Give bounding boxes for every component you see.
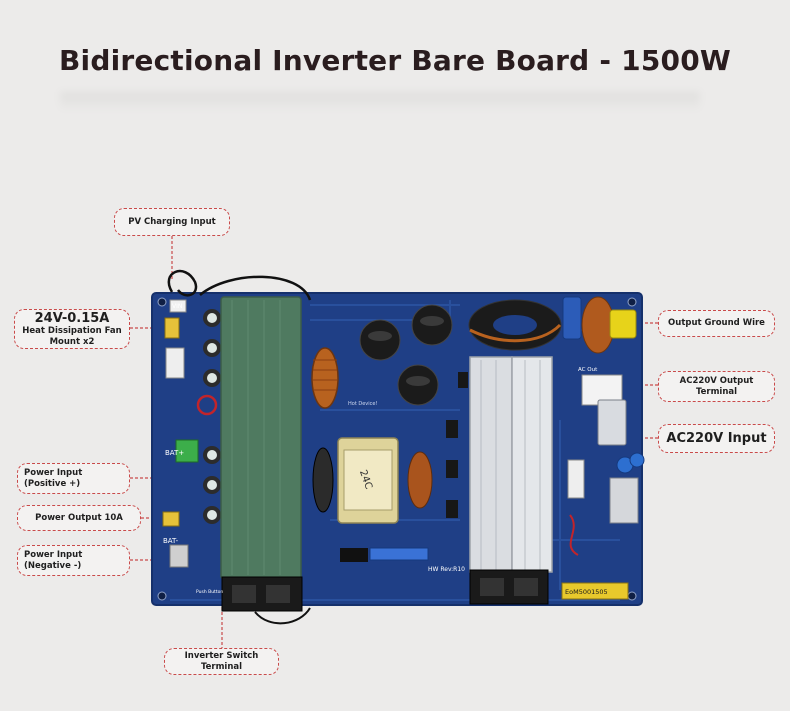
callout-power-input-positive-text: Power Input (Positive +) (24, 467, 83, 489)
callout-fan-mount-stack: 24V-0.15A Heat Dissipation Fan Mount x2 (21, 311, 123, 348)
title-reflection (60, 92, 700, 112)
callout-output-ground-wire: Output Ground Wire (658, 310, 775, 337)
vin-terminal (169, 299, 187, 313)
callout-pv-charging-input-text: PV Charging Input (128, 216, 216, 227)
bat-positive-terminal (175, 439, 199, 463)
red-sense-wire (196, 394, 218, 416)
callout-ac220v-output-terminal-text: AC220V Output Terminal (679, 375, 754, 397)
callout-power-output-text: Power Output 10A (35, 512, 123, 523)
callout-power-input-positive: Power Input (Positive +) (17, 463, 130, 494)
page-title: Bidirectional Inverter Bare Board - 1500… (59, 44, 731, 77)
hot-device-marking: Hot Device! (348, 401, 377, 407)
mounting-holes (157, 297, 637, 601)
pcb-edge (151, 292, 643, 606)
callout-fan-mount-text: Heat Dissipation Fan Mount x2 (22, 325, 122, 347)
callout-output-ground-wire-text: Output Ground Wire (668, 318, 765, 328)
control-header (369, 547, 429, 561)
bulk-capacitors (359, 304, 453, 406)
power-output-connector (162, 511, 180, 527)
aux-relay (609, 477, 639, 524)
bat-negative-terminal (169, 544, 189, 568)
callout-ac220v-input: AC220V Input (658, 424, 775, 453)
hw-rev-marking: HW Rev:R10 (428, 566, 465, 573)
signal-connector (567, 459, 585, 499)
pv-input-wire (167, 270, 198, 297)
bat-plus-marking: BAT+ (165, 449, 184, 457)
x-capacitor (562, 296, 582, 340)
fan-header (165, 347, 185, 379)
input-capacitors (203, 309, 221, 524)
small-cap-blue-2 (629, 452, 645, 468)
callout-ac220v-output-terminal: AC220V Output Terminal (658, 371, 775, 402)
callout-inverter-switch-terminal-text: Inverter Switch Terminal (184, 650, 259, 672)
callout-ac220v-input-text: AC220V Input (666, 431, 767, 446)
mosfets (446, 372, 468, 518)
ac-wire (569, 514, 579, 556)
callout-power-input-negative-text: Power Input (Negative -) (24, 549, 83, 571)
heatsink-silver-left (469, 356, 513, 573)
heatsink-silver-right (511, 356, 553, 573)
callout-power-input-negative: Power Input (Negative -) (17, 545, 130, 576)
callout-pv-charging-input: PV Charging Input (114, 208, 230, 236)
toroid-inductor-small (311, 347, 339, 409)
fan-connector (164, 317, 180, 339)
ac-input-relay (597, 399, 627, 446)
push-button-marking: Push Button (196, 589, 223, 595)
vin-marking: VIN (172, 303, 182, 310)
callout-power-output: Power Output 10A (17, 505, 141, 531)
emi-choke (581, 296, 615, 354)
callout-fan-mount-voltage: 24V-0.15A (34, 310, 110, 326)
output-inductor (407, 451, 433, 509)
heatsink-green (220, 296, 302, 580)
callout-fan-mount: 24V-0.15A Heat Dissipation Fan Mount x2 (14, 309, 130, 349)
relay-part-marking: EoM5001505 (565, 588, 608, 596)
callout-inverter-switch-terminal: Inverter Switch Terminal (164, 648, 279, 675)
transformer-core-left (312, 447, 334, 513)
part-label-sticker (561, 582, 629, 600)
switch-wire (254, 607, 311, 625)
toroid-windings (313, 359, 337, 391)
ac-out-marking: AC Out (578, 367, 598, 373)
yellow-capacitor (609, 309, 637, 339)
heatsink-green-texture (231, 300, 281, 575)
bat-minus-marking: BAT- (163, 537, 179, 545)
pv-input-wire-2 (199, 275, 312, 301)
ribbon-connector (340, 548, 368, 562)
